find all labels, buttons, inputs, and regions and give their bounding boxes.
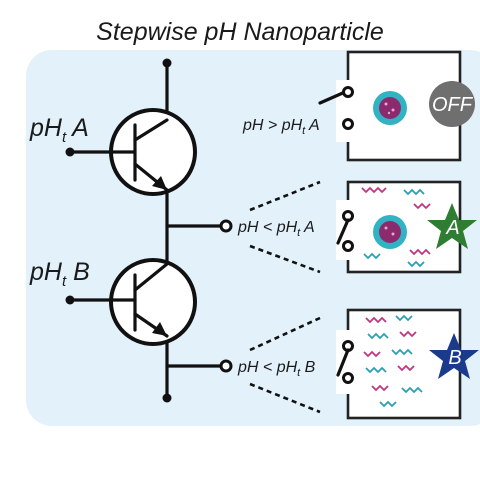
transistor-b-label: pHt B <box>29 258 90 290</box>
condition-label-a: pH < pHt A <box>237 219 315 239</box>
diagram-title: Stepwise pH Nanoparticle <box>96 18 384 46</box>
base-terminal-a <box>65 147 75 157</box>
state-box-off: OFF <box>318 50 475 162</box>
zoom-guides <box>249 180 321 414</box>
polymer-strands-a <box>361 186 431 268</box>
emitter-arrow-a <box>152 176 167 190</box>
state-box-a: A <box>336 180 477 274</box>
circuit-wiring <box>162 58 233 403</box>
condition-label-b: pH < pHt B <box>237 359 316 379</box>
base-terminal-b <box>65 295 75 305</box>
polymer-strands-b <box>363 314 423 408</box>
transistor-a <box>65 108 197 196</box>
off-badge: OFF <box>429 81 475 127</box>
nanoparticle-icon <box>373 91 407 125</box>
star-badge-b <box>429 333 479 379</box>
transistor-a-label: pHt A <box>29 114 89 146</box>
svg-text:B: B <box>448 347 461 369</box>
emitter-arrow-b <box>152 322 167 336</box>
node-ph-below-b <box>219 359 233 373</box>
node-ph-below-a <box>219 219 233 233</box>
nanoparticle-icon <box>373 215 407 249</box>
transistor-b <box>65 258 197 346</box>
svg-text:A: A <box>445 217 459 239</box>
svg-text:OFF: OFF <box>432 94 474 116</box>
star-badge-a <box>427 203 477 249</box>
condition-label-off: pH > pHt A <box>242 117 320 137</box>
state-box-b: B <box>336 308 479 420</box>
